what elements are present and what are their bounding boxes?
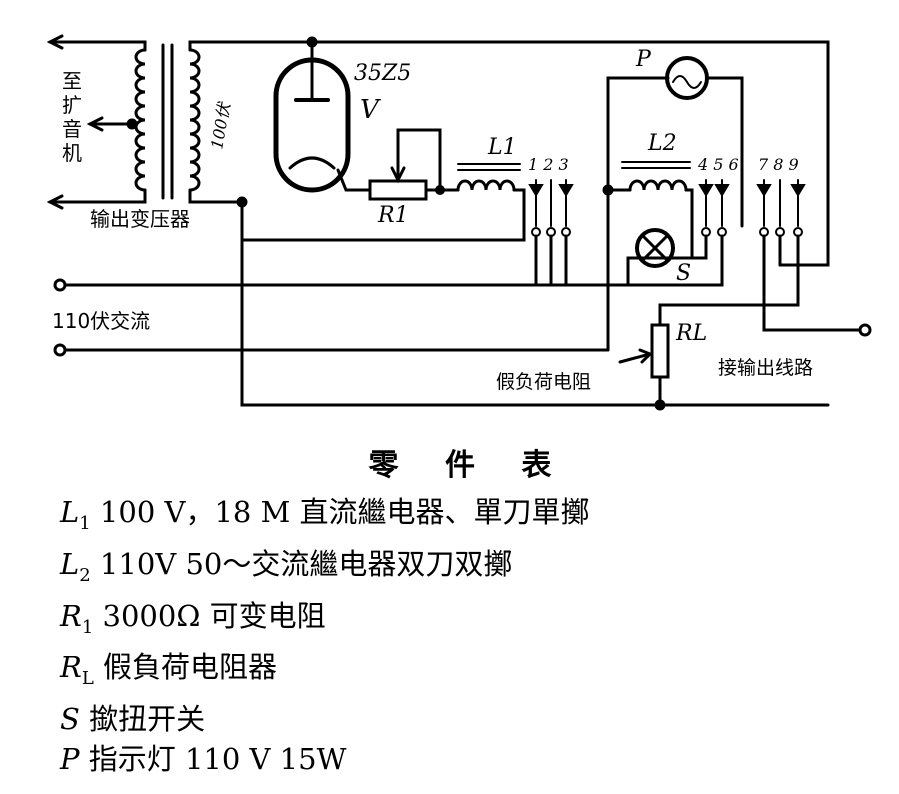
left-return-wire xyxy=(240,200,830,407)
label-contacts-123: 1 2 3 xyxy=(528,155,569,174)
label-l1: L1 xyxy=(487,135,517,160)
l2-relay xyxy=(606,161,694,260)
part-symbol: R xyxy=(60,598,82,633)
l1-coil xyxy=(456,179,516,192)
tube-35z5 xyxy=(273,40,372,193)
switch-x2 xyxy=(641,234,669,262)
tube-cathode xyxy=(288,156,336,170)
part-description: 3000Ω 可变电阻 xyxy=(93,598,326,633)
label-dummy-load: 假负荷电阻 xyxy=(496,371,591,393)
parts-row: RL 假負荷电阻器 xyxy=(60,647,860,699)
part-symbol-subscript: 1 xyxy=(81,616,94,638)
circuit-schematic: 至 扩 音 机 100伏 输出变压器 35Z5 V R1 L1 1 2 3 L2… xyxy=(46,34,872,411)
part-symbol: S xyxy=(60,702,80,737)
part-description: 撳扭开关 xyxy=(79,702,206,737)
primary-bottom-wire xyxy=(188,188,244,204)
r1-wiper-arrow xyxy=(390,166,406,184)
parts-table-title: 零 件 表 xyxy=(368,448,570,483)
l2-out xyxy=(684,188,694,260)
transformer-secondary-coil xyxy=(134,48,147,192)
tube-cathode-lead xyxy=(336,168,372,192)
part-symbol-subscript: L xyxy=(81,668,94,690)
lamp-right-wire xyxy=(705,76,744,228)
rl-arrow-head xyxy=(638,348,653,364)
contact7-wire xyxy=(762,234,862,332)
contacts-4-5-6 xyxy=(698,179,743,237)
contact9-wire xyxy=(658,234,800,327)
label-to-output-line: 接输出线路 xyxy=(718,357,813,379)
l2-coil xyxy=(628,179,688,192)
part-symbol: P xyxy=(60,742,80,777)
rl-resistor xyxy=(650,323,670,379)
parts-row: L2 110V 50～交流繼电器双刀双擲 xyxy=(60,544,860,596)
rl-arrow xyxy=(618,352,652,364)
l1-relay xyxy=(240,163,526,242)
output-transformer xyxy=(134,43,201,200)
part-symbol: L xyxy=(60,495,80,529)
parts-row: L1 100 V，18 M 直流繼电器、單刀單擲 xyxy=(60,492,860,544)
parts-row: P 指示灯 110 V 15W xyxy=(60,739,860,779)
tap-dot xyxy=(126,118,138,130)
label-to-amp-2: 扩 xyxy=(62,93,82,117)
part-symbol: R xyxy=(60,650,82,685)
label-tube-v: V xyxy=(360,95,381,125)
label-s: S xyxy=(676,261,691,286)
label-output-transformer: 输出变压器 xyxy=(90,207,190,231)
arrow-mid xyxy=(86,116,104,132)
transformer-primary-coil xyxy=(188,48,201,192)
lamp-left-wire xyxy=(606,76,670,352)
part-description: 110V 50～交流繼电器双刀双擲 xyxy=(90,546,513,581)
label-contacts-789: 7 8 9 xyxy=(758,155,799,174)
switch-s xyxy=(635,228,675,268)
contacts-7-8-9 xyxy=(756,179,806,237)
label-l2: L2 xyxy=(647,131,677,156)
contact5-wire xyxy=(618,234,724,287)
label-100v: 100伏 xyxy=(207,100,234,151)
part-description: 指示灯 110 V 15W xyxy=(79,742,347,777)
parts-row: S 撳扭开关 xyxy=(60,699,860,739)
label-to-amp-4: 机 xyxy=(62,141,82,165)
parts-row: R1 3000Ω 可变电阻 xyxy=(60,596,860,648)
r1-wiper xyxy=(396,128,442,192)
secondary-bottom-lead xyxy=(48,188,147,204)
label-p: P xyxy=(635,47,652,72)
label-ac-110: 110伏交流 xyxy=(52,309,150,333)
lamp-filament xyxy=(672,75,702,89)
r1-resistor xyxy=(368,179,428,201)
label-rl: RL xyxy=(675,321,707,346)
output-terminal xyxy=(858,323,872,337)
arrow-bottom xyxy=(46,194,64,210)
junction-rl xyxy=(654,399,666,411)
part-description: 100 V，18 M 直流繼电器、單刀單擲 xyxy=(90,495,590,529)
label-tube-type: 35Z5 xyxy=(354,61,411,86)
part-symbol-subscript: 1 xyxy=(79,512,91,534)
label-r1: R1 xyxy=(377,203,409,228)
label-to-amp-1: 至 xyxy=(62,69,82,93)
primary-top-wire xyxy=(188,40,830,267)
junction-r1 xyxy=(435,185,445,195)
part-symbol-subscript: 2 xyxy=(79,564,91,586)
contacts-1-2-3 xyxy=(528,179,574,237)
secondary-top-lead xyxy=(48,40,147,52)
lamp-p xyxy=(665,56,709,100)
arrow-top xyxy=(46,34,64,50)
l1-coil-out xyxy=(240,188,526,242)
label-contacts-456: 4 5 6 xyxy=(697,155,739,174)
part-symbol: L xyxy=(60,546,80,581)
label-to-amp-3: 音 xyxy=(62,117,82,141)
part-description: 假負荷电阻器 xyxy=(93,650,278,685)
